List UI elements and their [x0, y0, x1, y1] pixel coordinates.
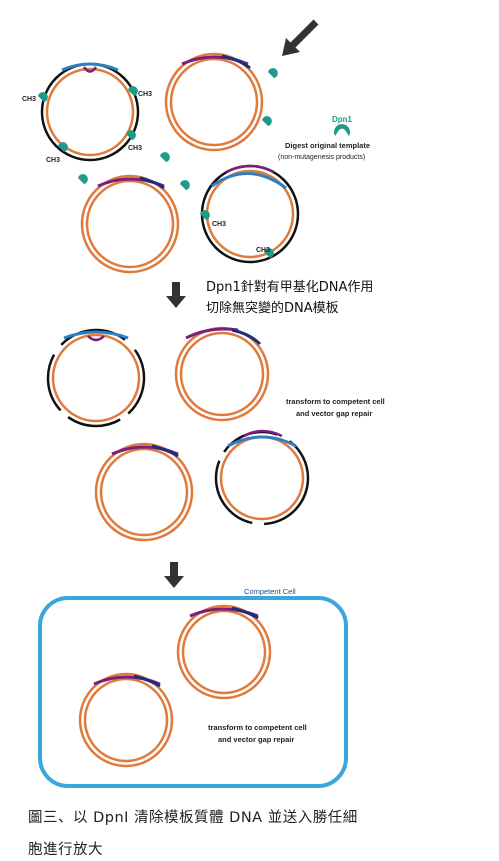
competent-cell: [38, 596, 348, 788]
mutant-plasmid-j: [78, 672, 174, 768]
dpn1-enzyme-icon: [160, 152, 170, 162]
nicked-plasmid-h: [214, 429, 310, 526]
down-arrow-icon: [164, 562, 184, 588]
step1-caption-line1: Dpn1針對有甲基化DNA作用: [206, 280, 373, 295]
ch3-label: CH3: [46, 157, 60, 164]
methylated-plasmid-a: [38, 62, 140, 162]
dpn1-enzyme-icon: [268, 68, 278, 78]
site-directed-mutagenesis-diagram: CH3 CH3 CH3 CH3 Dpn1 Digest original tem…: [22, 19, 385, 788]
digest-label: Digest original template: [285, 141, 370, 150]
dpn1-enzyme-icon: [334, 124, 350, 136]
down-arrow-icon: [166, 282, 186, 308]
step1-caption-line2: 切除無突變的DNA模板: [206, 300, 339, 316]
ch3-label: CH3: [22, 96, 36, 103]
mutant-plasmid-c: [80, 174, 180, 274]
mutant-plasmid-i: [176, 604, 272, 700]
dpn1-label: Dpn1: [332, 115, 353, 124]
mutant-plasmid-b: [164, 52, 264, 152]
diagonal-arrow-icon: [282, 19, 319, 56]
ch3-label: CH3: [138, 91, 152, 98]
transform-label: transform to competent cell: [286, 397, 385, 406]
digest-sublabel: (non-mutagenesis products): [278, 154, 365, 161]
figure-caption-line2: 胞進行放大: [28, 842, 103, 858]
ch3-label: CH3: [128, 145, 142, 152]
mutant-plasmid-f: [174, 326, 270, 422]
competent-cell-label: Competent Cell: [244, 587, 296, 596]
ch3-label: CH3: [212, 221, 226, 228]
transform-label: transform to competent cell: [208, 723, 307, 732]
mutant-plasmid-g: [94, 442, 194, 542]
dpn1-enzyme-icon: [78, 174, 88, 184]
figure-caption-line1: 圖三、以 DpnI 清除模板質體 DNA 並送入勝任細: [28, 810, 358, 826]
ch3-label: CH3: [256, 247, 270, 254]
transform-sublabel: and vector gap repair: [218, 735, 294, 744]
methylated-plasmid-d: [200, 164, 300, 264]
dpn1-enzyme-icon: [262, 116, 272, 126]
nicked-plasmid-e: [46, 328, 146, 428]
transform-sublabel: and vector gap repair: [296, 409, 372, 418]
dpn1-enzyme-icon: [180, 180, 190, 190]
